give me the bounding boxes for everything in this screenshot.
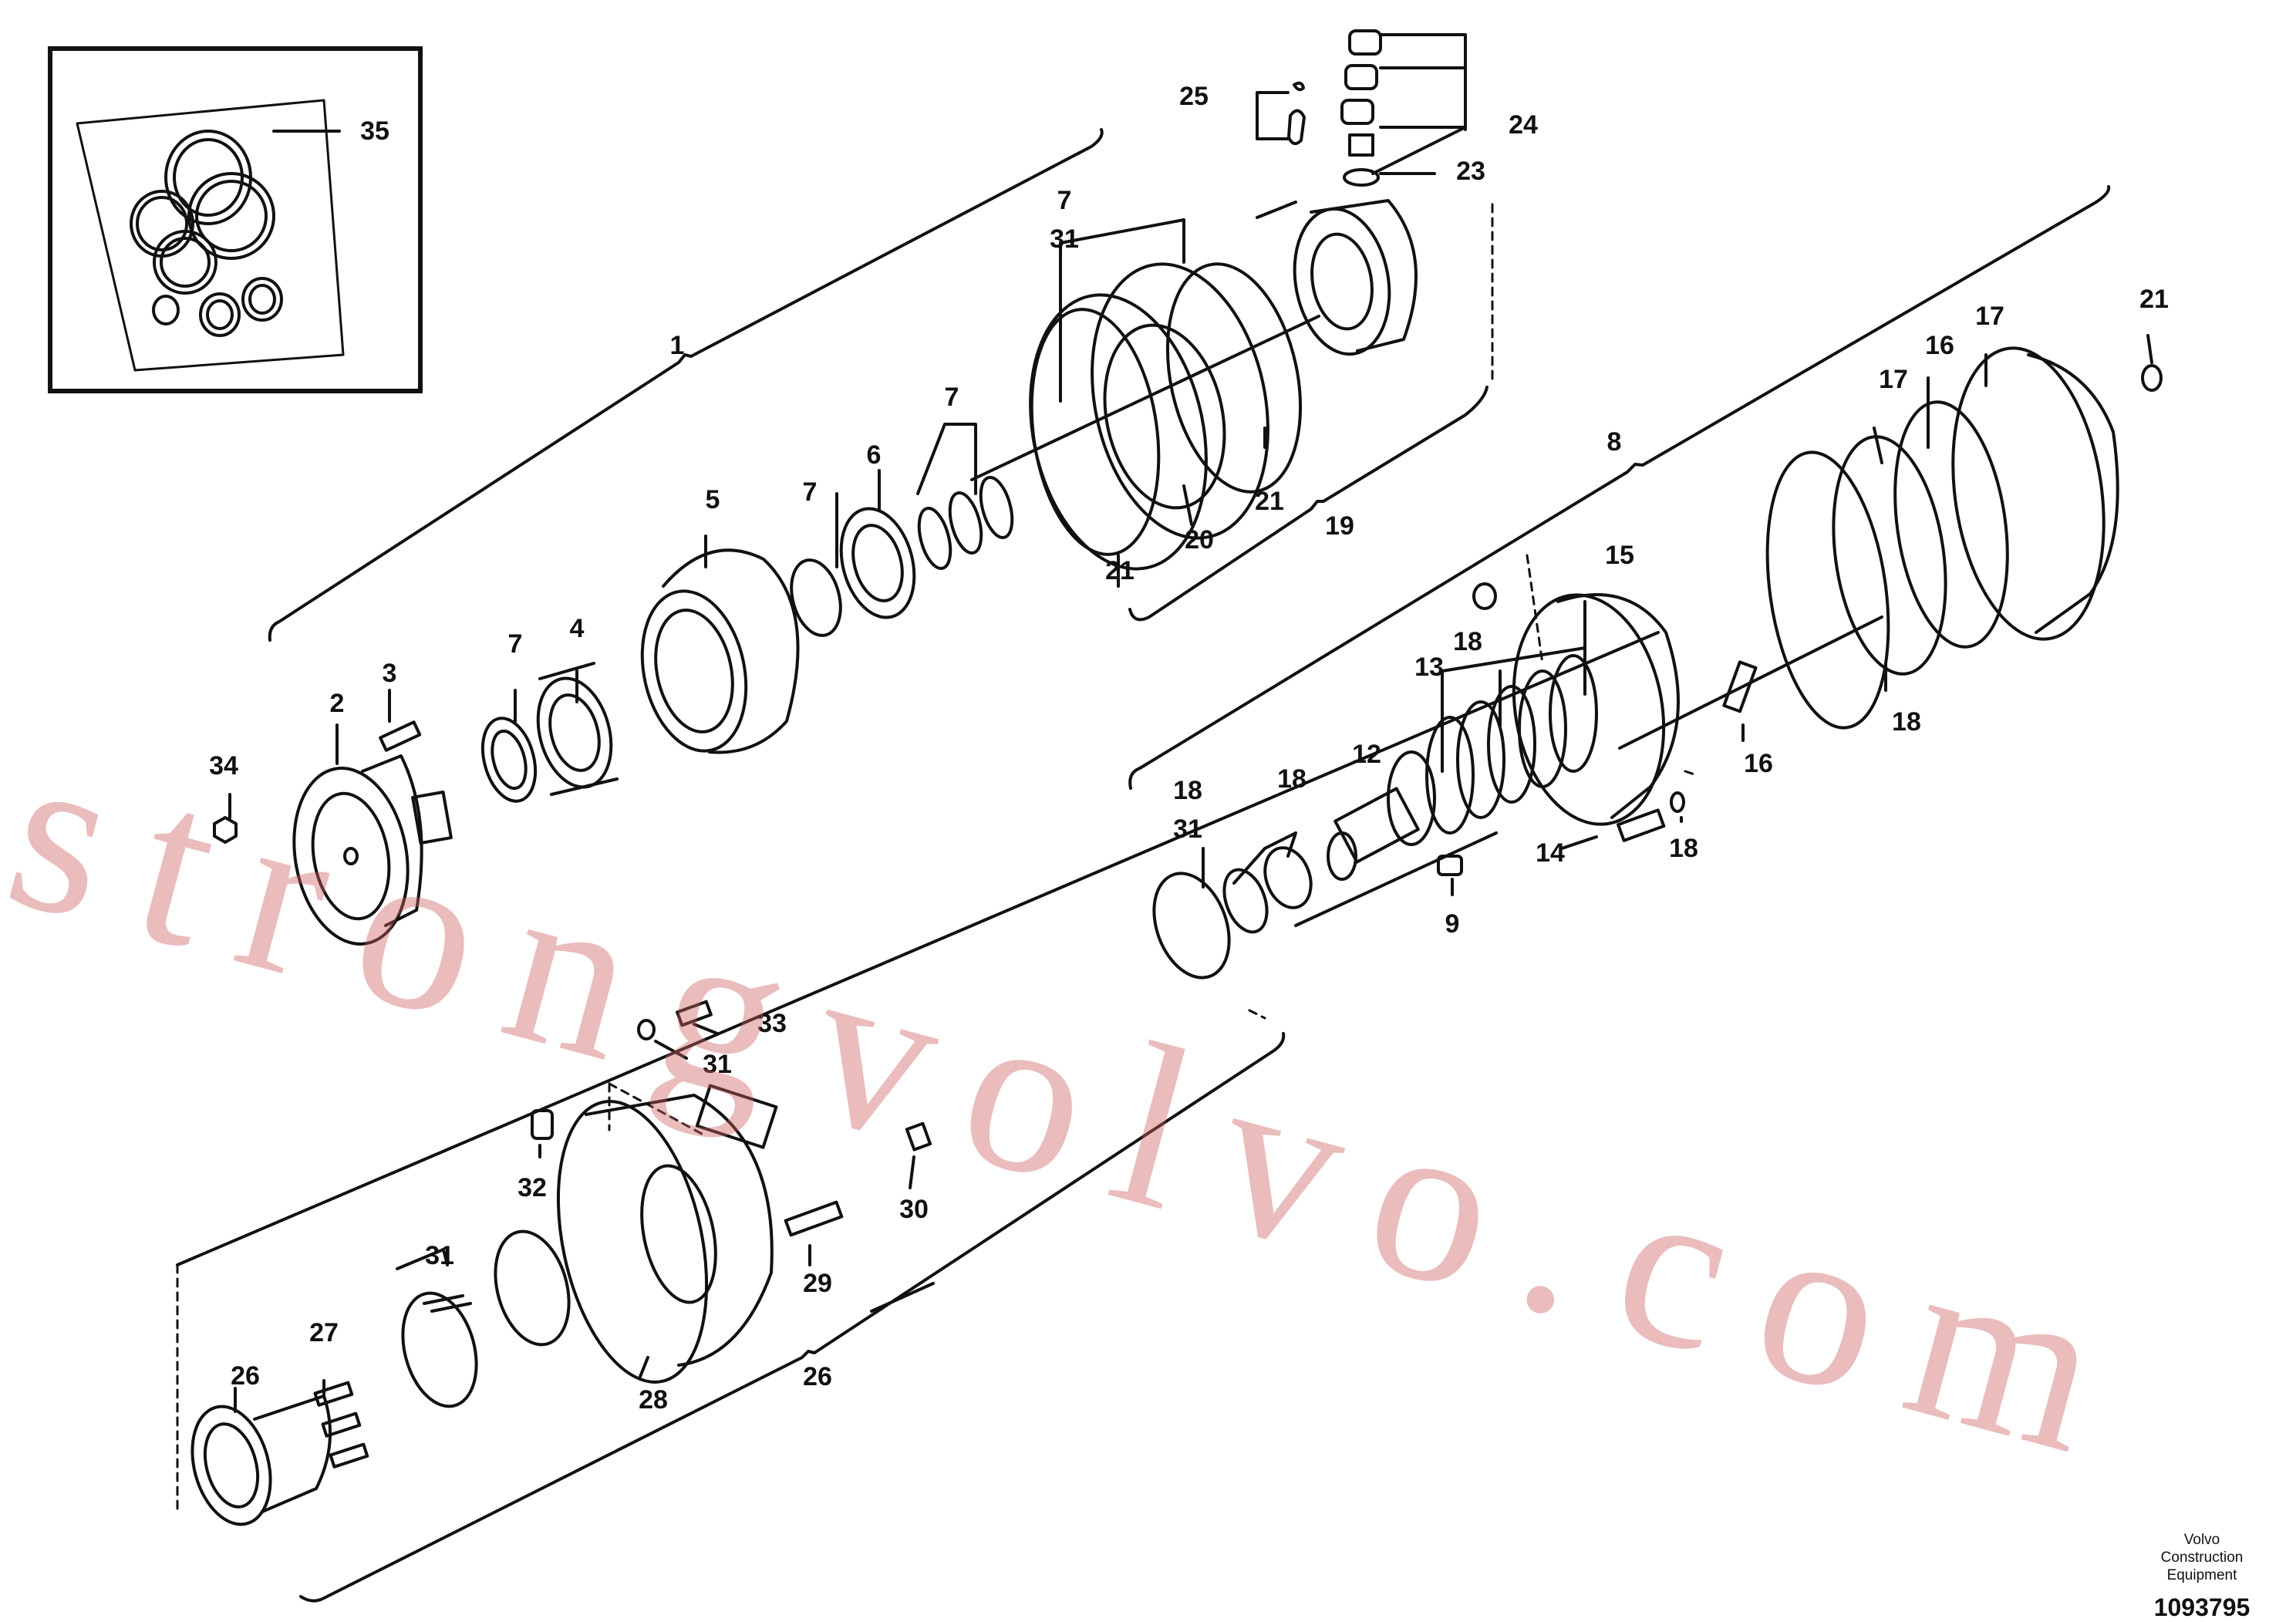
footer-block: Volvo Construction Equipment 1093795	[2154, 1531, 2250, 1622]
callout-7-mid: 7	[944, 383, 959, 412]
callout-25: 26	[803, 1362, 832, 1391]
callout-16: 16	[1925, 331, 1954, 360]
callout-7-b: 7	[802, 477, 818, 507]
callout-18-a: 18	[1453, 627, 1482, 656]
callout-8: 8	[1607, 427, 1622, 457]
callout-26: 26	[231, 1361, 260, 1391]
callout-18-c: 18	[1277, 764, 1306, 794]
callout-20: 20	[1185, 525, 1214, 555]
callout-2: 2	[329, 689, 345, 718]
callout-31-mid: 31	[1173, 814, 1202, 844]
company-name-line2: Equipment	[2166, 1567, 2237, 1583]
callout-12: 14	[1536, 838, 1565, 868]
callout-6: 6	[866, 440, 882, 470]
callout-21-a: 21	[1255, 487, 1284, 516]
callout-11: 13	[1414, 653, 1444, 682]
callout-35: 35	[360, 116, 389, 146]
callout-21-c: 21	[2139, 285, 2169, 314]
callout-7-a: 7	[507, 629, 523, 659]
callout-18-e: 18	[1669, 834, 1698, 863]
callout-17: 17	[1975, 302, 2004, 331]
callout-21-b: 21	[1105, 556, 1135, 585]
callout-23: 24	[1509, 110, 1538, 140]
callout-28: 28	[639, 1385, 668, 1415]
callout-4: 4	[569, 614, 585, 643]
callout-7-top: 7	[1057, 186, 1072, 215]
callout-18-d: 18	[1173, 776, 1202, 805]
callout-32: 32	[518, 1173, 547, 1202]
callout-19: 19	[1325, 511, 1354, 541]
callout-29: 29	[803, 1269, 832, 1298]
seal-kit-inset	[48, 46, 423, 393]
callout-31-b: 31	[703, 1050, 732, 1079]
callout-24: 25	[1179, 82, 1209, 111]
callout-18-b: 18	[1892, 707, 1921, 737]
callout-31-c: 31	[425, 1241, 454, 1270]
callout-34: 34	[209, 751, 238, 781]
callout-27: 27	[309, 1318, 339, 1347]
callout-30: 30	[899, 1195, 929, 1224]
callout-14: 16	[1744, 749, 1773, 778]
callout-9: 9	[1445, 909, 1460, 939]
callout-1: 1	[669, 331, 685, 360]
callout-3: 3	[382, 659, 397, 688]
callout-5: 5	[705, 485, 720, 514]
company-name-line1: Volvo Construction	[2160, 1532, 2244, 1566]
callout-22: 23	[1456, 157, 1485, 186]
callout-15: 17	[1879, 365, 1908, 394]
drawing-number: 1093795	[2153, 1593, 2250, 1621]
seal-kit-bag-icon	[76, 99, 345, 372]
callout-13: 15	[1605, 541, 1634, 570]
part-2-flange	[292, 754, 453, 946]
callout-10: 12	[1352, 740, 1381, 769]
callout-31-top: 31	[1050, 224, 1079, 254]
callout-33: 33	[757, 1009, 787, 1038]
